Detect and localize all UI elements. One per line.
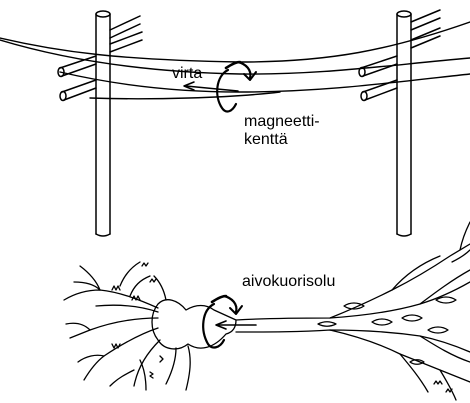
wire-middle [0,40,470,74]
label-magnetic-field-line1: magneetti- [244,113,320,130]
pole-left [58,11,142,236]
neuron [64,222,470,400]
wire-lower [90,92,280,99]
current-arrow [184,82,238,91]
magnetic-field-curl-upper [217,62,256,111]
label-neuron: aivokuorisolu [242,273,335,290]
label-current: virta [172,65,202,82]
label-magnetic-field-line2: kenttä [244,131,288,148]
power-lines [0,22,470,99]
wire-bottom [60,72,470,92]
wire-top [0,22,470,62]
